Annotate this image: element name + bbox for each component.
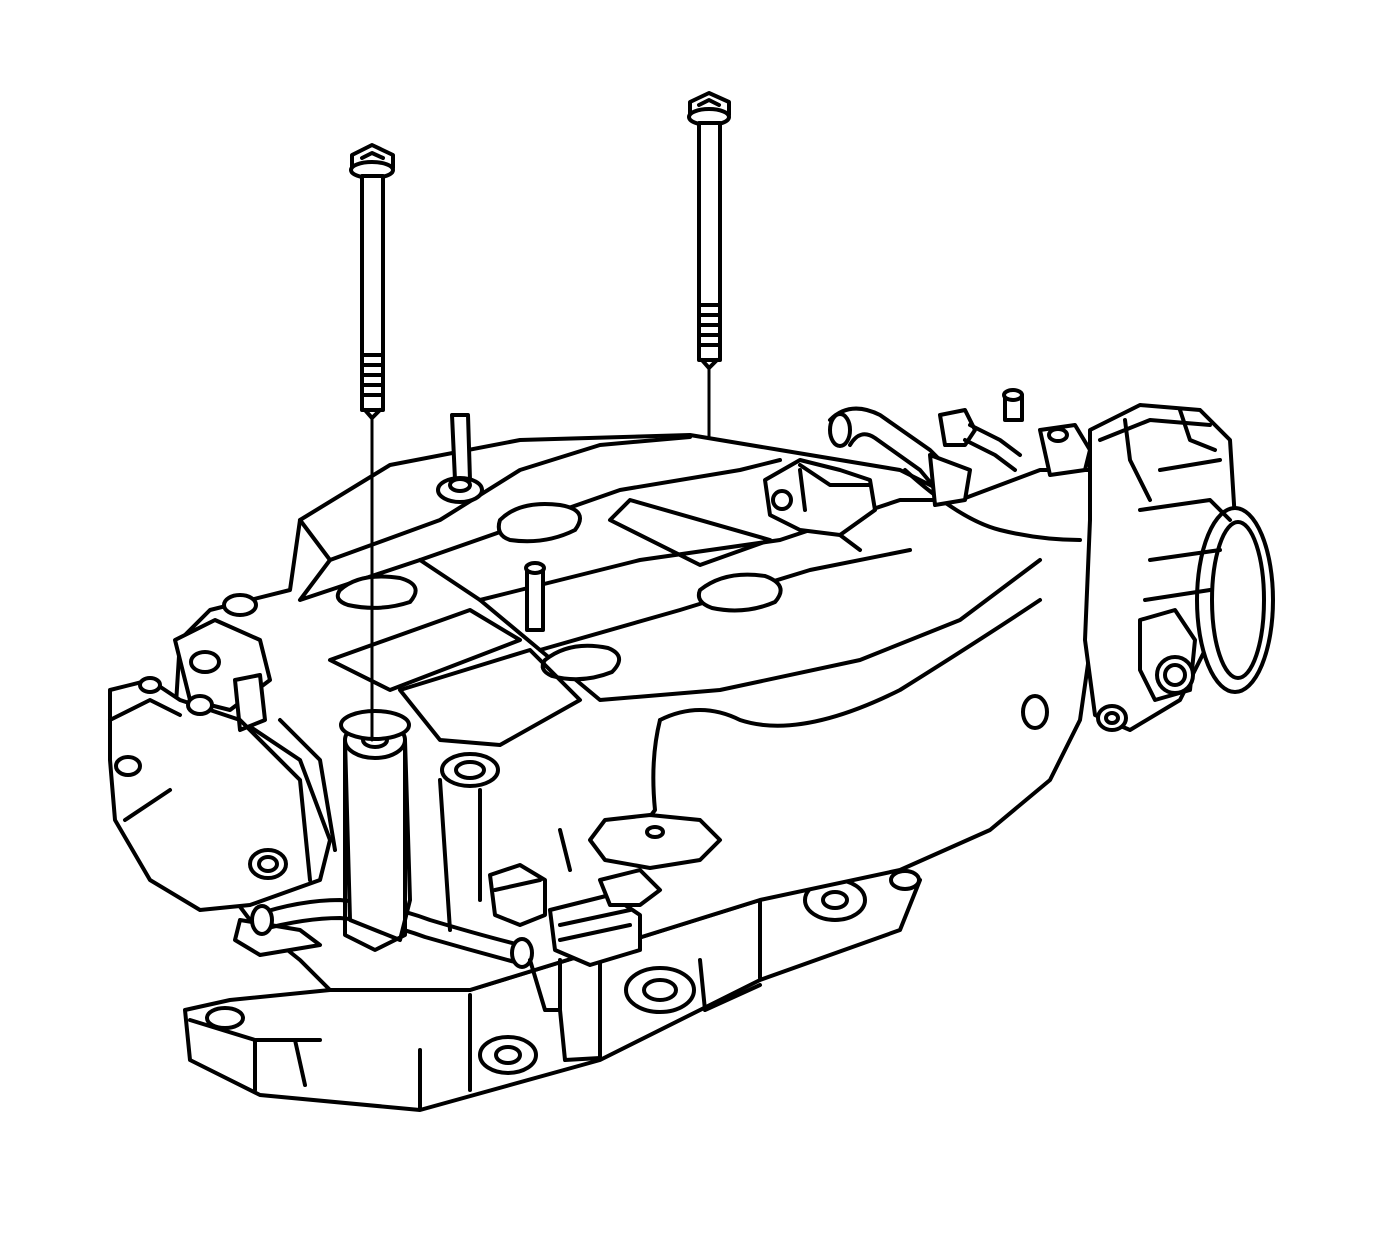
bolt-right: [687, 91, 731, 439]
lower-flange: [183, 858, 922, 1112]
throttle-body: [1038, 403, 1275, 732]
bolt-boss-left: [339, 709, 412, 952]
vacuum-hose: [250, 898, 534, 969]
top-fittings: [436, 388, 1024, 632]
bolt-left: [349, 143, 395, 742]
electrical-connector: [488, 863, 662, 1012]
actuator-housing: [108, 593, 337, 957]
